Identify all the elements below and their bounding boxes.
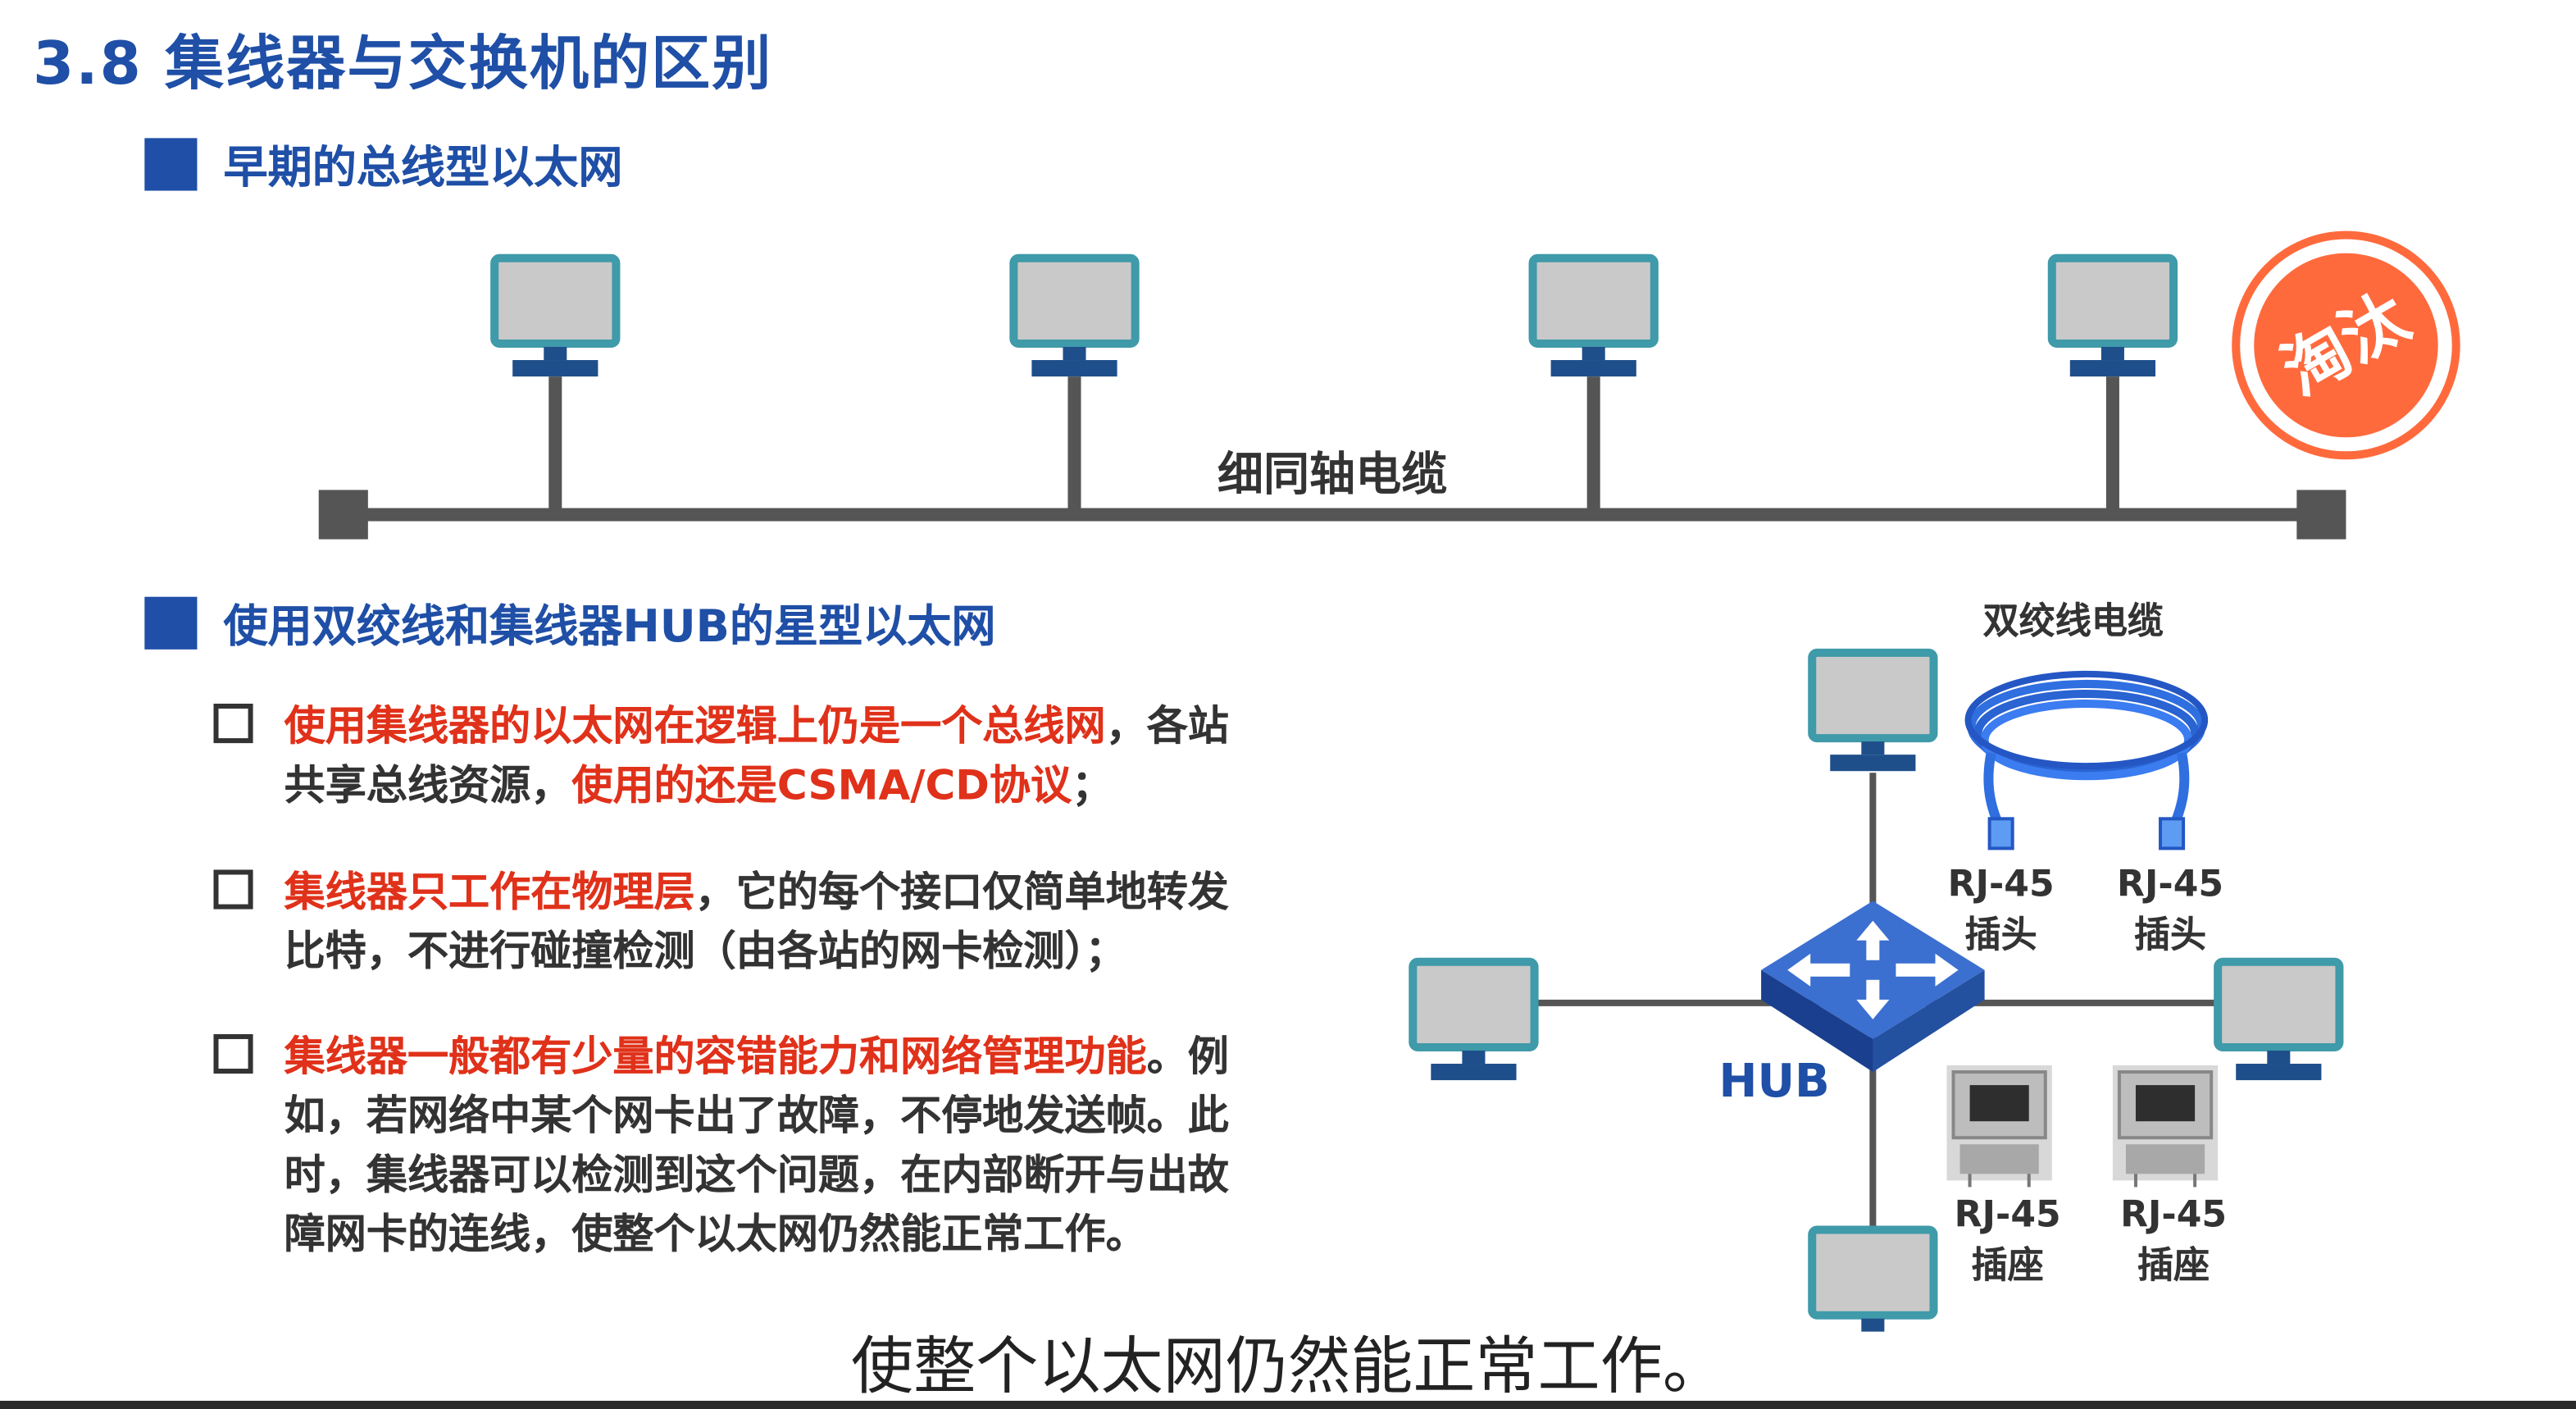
bullet-text: 使用集线器的以太网在逻辑上仍是一个总线网，各站共享总线资源，使用的还是CSMA/…	[284, 697, 1331, 815]
section-title-star: 使用双绞线和集线器HUB的星型以太网	[223, 601, 996, 653]
bullet-line: 使用集线器的以太网在逻辑上仍是一个总线网，各站	[284, 697, 1331, 756]
twisted-pair-label: 双绞线电缆	[1982, 601, 2164, 643]
bullet-line: 如，若网络中某个网卡出了故障，不停地发送帧。此	[284, 1087, 1331, 1146]
terminator-left	[318, 490, 368, 540]
bullet-line: 集线器一般都有少量的容错能力和网络管理功能。例	[284, 1028, 1331, 1087]
star-computer-bottom	[1808, 1225, 1938, 1332]
body-text: 。例	[1146, 1032, 1229, 1081]
bus-computer-2	[1009, 253, 1140, 508]
emphasis-text: 集线器一般都有少量的容错能力和网络管理功能	[284, 1032, 1147, 1081]
section-header-bus: 早期的总线型以太网	[144, 131, 622, 195]
slide-title: 3.8 集线器与交换机的区别	[33, 31, 773, 99]
emphasis-text: 使用集线器的以太网在逻辑上仍是一个总线网	[284, 701, 1106, 750]
section-header-star: 使用双绞线和集线器HUB的星型以太网	[144, 591, 996, 654]
body-text: 时，集线器可以检测到这个问题，在内部断开与出故	[284, 1151, 1229, 1199]
video-subtitle: 使整个以太网仍然能正常工作。	[850, 1329, 1726, 1402]
bus-computer-3	[1528, 253, 1659, 508]
rj45-plug-right-line1: RJ-45	[2117, 864, 2224, 906]
bullet-text: 集线器一般都有少量的容错能力和网络管理功能。例如，若网络中某个网卡出了故障，不停…	[284, 1028, 1331, 1265]
section-title-bus: 早期的总线型以太网	[223, 143, 623, 194]
body-text: ，它的每个接口仅简单地转发	[694, 868, 1229, 916]
bullet-line: 比特，不进行碰撞检测（由各站的网卡检测）；	[284, 923, 1331, 982]
body-text: 比特，不进行碰撞检测（由各站的网卡检测）；	[284, 927, 1126, 975]
star-topology-diagram: HUB	[1409, 648, 2344, 1332]
rj45-socket-left-line2: 插座	[1971, 1246, 2044, 1288]
rj45-plug-right-line2: 插头	[2133, 915, 2207, 957]
section-marker	[144, 137, 198, 190]
emphasis-text: 集线器只工作在物理层	[284, 868, 695, 916]
checkbox-icon	[213, 1033, 253, 1074]
checkbox-icon	[213, 703, 253, 744]
body-text: 共享总线资源，	[284, 761, 572, 809]
terminator-right	[2296, 490, 2346, 540]
bullet-line: 集线器只工作在物理层，它的每个接口仅简单地转发	[284, 863, 1331, 922]
section-marker	[144, 595, 198, 649]
obsolete-stamp: 淘汰	[2232, 230, 2460, 460]
bus-topology-diagram: 细同轴电缆 淘汰	[318, 230, 2460, 540]
bullet-item: 使用集线器的以太网在逻辑上仍是一个总线网，各站共享总线资源，使用的还是CSMA/…	[213, 697, 1331, 815]
rj45-socket-right-label: RJ-45 插座	[2091, 1190, 2255, 1292]
rj45-socket-right-line1: RJ-45	[2120, 1195, 2228, 1237]
rj45-plug-left-label: RJ-45 插头	[1918, 860, 2082, 961]
bullet-line: 共享总线资源，使用的还是CSMA/CD协议；	[284, 756, 1331, 815]
bus-computer-1	[490, 253, 621, 508]
body-text: 障网卡的连线，使整个以太网仍然能正常工作。	[284, 1210, 1147, 1258]
rj45-plug-left-line1: RJ-45	[1947, 864, 2055, 906]
coax-cable-label: 细同轴电缆	[1217, 448, 1448, 501]
rj45-plug-right-label: RJ-45 插头	[2088, 860, 2252, 961]
twisted-pair-cable-image	[1964, 670, 2209, 850]
rj45-socket-left-image	[1946, 1065, 2052, 1188]
bottom-bar	[0, 1400, 2576, 1409]
bullet-text: 集线器只工作在物理层，它的每个接口仅简单地转发比特，不进行碰撞检测（由各站的网卡…	[284, 863, 1331, 981]
body-text: ，各站	[1105, 701, 1229, 750]
body-text: ；	[1072, 761, 1113, 809]
star-computer-right	[2214, 957, 2344, 1081]
bus-computer-4	[2047, 253, 2178, 508]
rj45-socket-left-line1: RJ-45	[1954, 1195, 2061, 1237]
hub-label: HUB	[1719, 1055, 1830, 1108]
rj45-socket-right-line2: 插座	[2137, 1246, 2210, 1288]
bullet-line: 障网卡的连线，使整个以太网仍然能正常工作。	[284, 1205, 1331, 1264]
star-computer-left	[1409, 957, 1539, 1081]
emphasis-text: 使用的还是CSMA/CD协议	[571, 761, 1072, 809]
body-text: 如，若网络中某个网卡出了故障，不停地发送帧。此	[284, 1092, 1229, 1140]
rj45-socket-right-image	[2112, 1065, 2219, 1188]
bullet-item: 集线器一般都有少量的容错能力和网络管理功能。例如，若网络中某个网卡出了故障，不停…	[213, 1028, 1331, 1265]
checkbox-icon	[213, 869, 253, 910]
rj45-plug-left-line2: 插头	[1964, 915, 2037, 957]
bullet-line: 时，集线器可以检测到这个问题，在内部断开与出故	[284, 1146, 1331, 1205]
star-computer-top	[1808, 648, 1938, 772]
rj45-socket-left-label: RJ-45 插座	[1925, 1190, 2089, 1292]
bullet-item: 集线器只工作在物理层，它的每个接口仅简单地转发比特，不进行碰撞检测（由各站的网卡…	[213, 863, 1331, 981]
